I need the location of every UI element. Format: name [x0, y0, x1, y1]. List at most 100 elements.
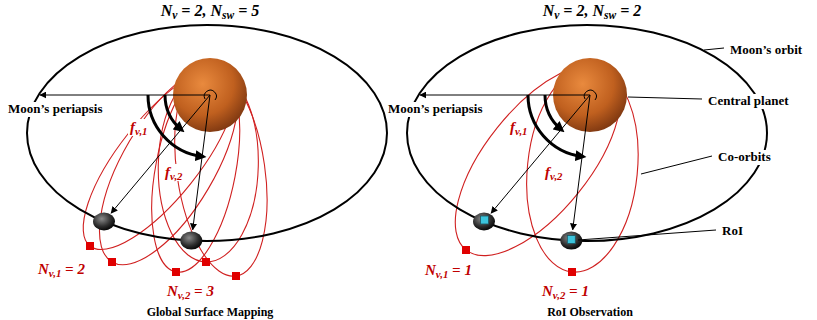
panel-title: Nv = 2, Nsw = 2 [541, 2, 644, 20]
anomaly-arc [165, 95, 181, 130]
observation-square [232, 272, 240, 280]
observation-square [86, 242, 94, 250]
text-part: = 2, N [177, 2, 222, 19]
text-part: f [130, 119, 135, 135]
subscript: v [172, 9, 177, 21]
anomaly-label-holder: fv,2 [543, 163, 565, 181]
leader-line [641, 156, 712, 174]
text-part: f [165, 164, 170, 180]
subscript: v,2 [178, 289, 191, 301]
text-part: N [38, 261, 49, 277]
panel-geometry [27, 25, 387, 250]
subscript: v,1 [49, 267, 62, 279]
roi-label: RoI [720, 224, 745, 239]
roi-marker [481, 216, 489, 224]
moon-direction-line [573, 95, 590, 230]
leader-line [578, 230, 716, 240]
anomaly-arc [148, 95, 202, 157]
text-part: f [510, 119, 515, 135]
count-label-holder: Nv,2 = 1 [540, 282, 591, 300]
observation-square [202, 258, 210, 266]
roi-label-holder: RoI [720, 221, 745, 239]
leader-line [704, 48, 724, 50]
subscript: v,1 [135, 125, 148, 137]
subscript: v,2 [550, 170, 563, 182]
panel-caption-holder: RoI Observation [545, 302, 635, 320]
panel-geometry [407, 25, 767, 250]
panel-title-holder: Nv = 2, Nsw = 2 [541, 2, 644, 20]
subscript: sw [604, 9, 616, 21]
co-orbit-label-holder: Co-orbits [716, 147, 773, 165]
periapsis-line [420, 95, 590, 96]
panel-caption: RoI Observation [545, 306, 635, 320]
count-label: Nv,2 = 3 [165, 283, 216, 300]
periapsis-label-holder: Moon’s periapsis [386, 99, 485, 117]
co-orbit [425, 38, 650, 283]
text-part: = 5 [234, 2, 259, 19]
text-part: N [543, 2, 555, 19]
orbit-label: Moon’s orbit [728, 43, 804, 58]
periapsis-line [40, 95, 210, 96]
text-part: = 2 [61, 261, 85, 277]
subscript: v,1 [436, 268, 449, 280]
anomaly-label: fv,1 [508, 119, 530, 136]
text-part: f [545, 164, 550, 180]
moon-direction-line [193, 95, 210, 230]
text-part: = 2, N [559, 2, 604, 19]
periapsis-label: Moon’s periapsis [6, 102, 105, 117]
observation-square [462, 246, 470, 254]
count-label-holder: Nv,1 = 2 [36, 260, 87, 278]
text-part: = 2 [616, 2, 641, 19]
anomaly-arc [545, 95, 561, 130]
subscript: v [554, 9, 559, 21]
anomaly-label: fv,1 [128, 119, 150, 136]
anomaly-arc [528, 95, 582, 157]
panel-title-holder: Nv = 2, Nsw = 5 [159, 2, 262, 20]
anomaly-label-holder: fv,2 [163, 163, 185, 181]
moon-orbit [27, 25, 387, 241]
panel-title: Nv = 2, Nsw = 5 [159, 2, 262, 20]
roi-marker [567, 236, 575, 244]
panel-caption: Global Surface Mapping [145, 306, 276, 320]
moon [473, 213, 495, 231]
moon [180, 232, 202, 250]
text-part: = 1 [448, 262, 472, 278]
observation-square [568, 268, 576, 276]
subscript: v,1 [515, 125, 528, 137]
count-label-holder: Nv,1 = 1 [423, 261, 474, 279]
co-orbit-group [425, 38, 650, 283]
moon-direction-line [111, 95, 210, 213]
anomaly-label-holder: fv,1 [128, 118, 150, 136]
subscript: v,2 [170, 170, 183, 182]
moon [93, 213, 115, 231]
text-part: N [425, 262, 436, 278]
moon-orbit [407, 25, 767, 241]
periapsis-label: Moon’s periapsis [386, 102, 485, 117]
panel-caption-holder: Global Surface Mapping [145, 302, 276, 320]
text-part: N [161, 2, 173, 19]
observation-square [108, 258, 116, 266]
count-label-holder: Nv,2 = 3 [165, 282, 216, 300]
count-label: Nv,2 = 1 [540, 283, 591, 300]
moon-direction-line [491, 95, 590, 213]
planet-label-holder: Central planet [706, 91, 791, 109]
observation-square [172, 268, 180, 276]
count-label: Nv,1 = 1 [423, 262, 474, 279]
text-part: N [167, 283, 178, 299]
count-label: Nv,1 = 2 [36, 261, 87, 278]
anomaly-label: fv,2 [543, 164, 565, 181]
planet-label: Central planet [706, 94, 791, 109]
leader-line [628, 97, 702, 99]
moon [560, 232, 582, 250]
anomaly-label: fv,2 [163, 164, 185, 181]
anomaly-label-holder: fv,1 [508, 118, 530, 136]
co-orbit [72, 45, 265, 285]
subscript: v,2 [553, 289, 566, 301]
text-part: = 3 [190, 283, 214, 299]
text-part: N [542, 283, 553, 299]
co-orbit-label: Co-orbits [716, 150, 773, 165]
orbit-label-holder: Moon’s orbit [728, 40, 804, 58]
